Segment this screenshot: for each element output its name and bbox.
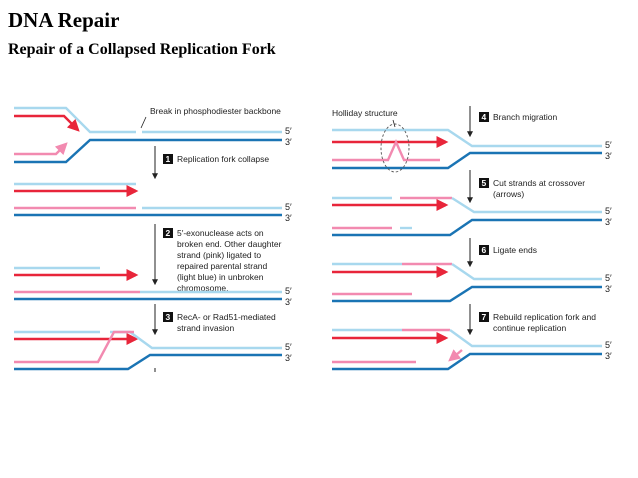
end-3prime-b: 3′ <box>285 213 292 223</box>
step-2-text-line-2: broken end. Other daughter <box>177 239 282 249</box>
holliday-label: Holliday structure <box>332 108 398 118</box>
step-2-text-line-4: repaired parental strand <box>177 261 268 271</box>
step-2-text-line-6: chromosome. <box>177 283 229 293</box>
step-5-badge <box>479 178 489 188</box>
fork-diagram-exonuclease <box>14 266 282 301</box>
end-3prime-d: 3′ <box>285 353 292 363</box>
step-7-badge <box>479 312 489 322</box>
step-3-number: 3 <box>166 312 171 322</box>
step-1-number: 1 <box>166 154 171 164</box>
fork-diagram-initial <box>14 106 282 164</box>
end-3prime-e: 3′ <box>605 151 612 161</box>
fork-diagram-ligated <box>332 262 602 303</box>
break-pointer-line <box>140 116 147 129</box>
page-subtitle: Repair of a Collapsed Replication Fork <box>8 41 276 58</box>
fork-diagram-cut-strands <box>332 196 602 237</box>
fork-diagram-holliday <box>332 128 602 170</box>
holliday-junction-circle <box>380 123 410 173</box>
end-3prime-f: 3′ <box>605 217 612 227</box>
step-2-text-line-5: (light blue) in unbroken <box>177 272 264 282</box>
step-7-text-line-2: continue replication <box>493 323 567 333</box>
fork-diagram-strand-invasion <box>14 330 282 371</box>
leading-strand-red <box>14 114 80 132</box>
parental-strand-dark <box>14 138 282 164</box>
step-4-badge <box>479 112 489 122</box>
end-5prime-c: 5′ <box>285 286 292 296</box>
fork-diagram-collapsed <box>14 182 282 217</box>
step-3-badge <box>163 312 173 322</box>
step-2-number: 2 <box>166 228 171 238</box>
step-2-text-line-3: strand (pink) ligated to <box>177 250 261 260</box>
end-5prime-f: 5′ <box>605 206 612 216</box>
step-1-badge <box>163 154 173 164</box>
step-4-text: Branch migration <box>493 112 558 122</box>
step-3-text-line-2: strand invasion <box>177 323 234 333</box>
end-3prime-a: 3′ <box>285 137 292 147</box>
end-5prime-g: 5′ <box>605 273 612 283</box>
end-3prime-c: 3′ <box>285 297 292 307</box>
step-5-number: 5 <box>482 178 487 188</box>
step-4-number: 4 <box>482 112 487 122</box>
step-1-text: Replication fork collapse <box>177 154 269 164</box>
end-5prime-d: 5′ <box>285 342 292 352</box>
end-5prime-a: 5′ <box>285 126 292 136</box>
break-label: Break in phosphodiester backbone <box>150 106 281 116</box>
end-3prime-g: 3′ <box>605 284 612 294</box>
step-6-text: Ligate ends <box>493 245 537 255</box>
end-5prime-b: 5′ <box>285 202 292 212</box>
step-5-text-line-1: Cut strands at crossover <box>493 178 585 188</box>
fork-diagram-rebuilt <box>332 328 602 371</box>
end-5prime-e: 5′ <box>605 140 612 150</box>
step-5-text-line-2: (arrows) <box>493 189 524 199</box>
step-7-text-line-1: Rebuild replication fork and <box>493 312 596 322</box>
lagging-strand-pink <box>14 142 68 156</box>
step-3-text-line-1: RecA- or Rad51-mediated <box>177 312 276 322</box>
step-2-badge <box>163 228 173 238</box>
end-5prime-h: 5′ <box>605 340 612 350</box>
step-6-badge <box>479 245 489 255</box>
end-3prime-h: 3′ <box>605 351 612 361</box>
holliday-pointer-line <box>392 119 396 128</box>
step-6-number: 6 <box>482 245 487 255</box>
step-7-number: 7 <box>482 312 487 322</box>
step-2-text-line-1: 5′-exonuclease acts on <box>177 228 264 238</box>
page-title: DNA Repair <box>8 8 120 32</box>
